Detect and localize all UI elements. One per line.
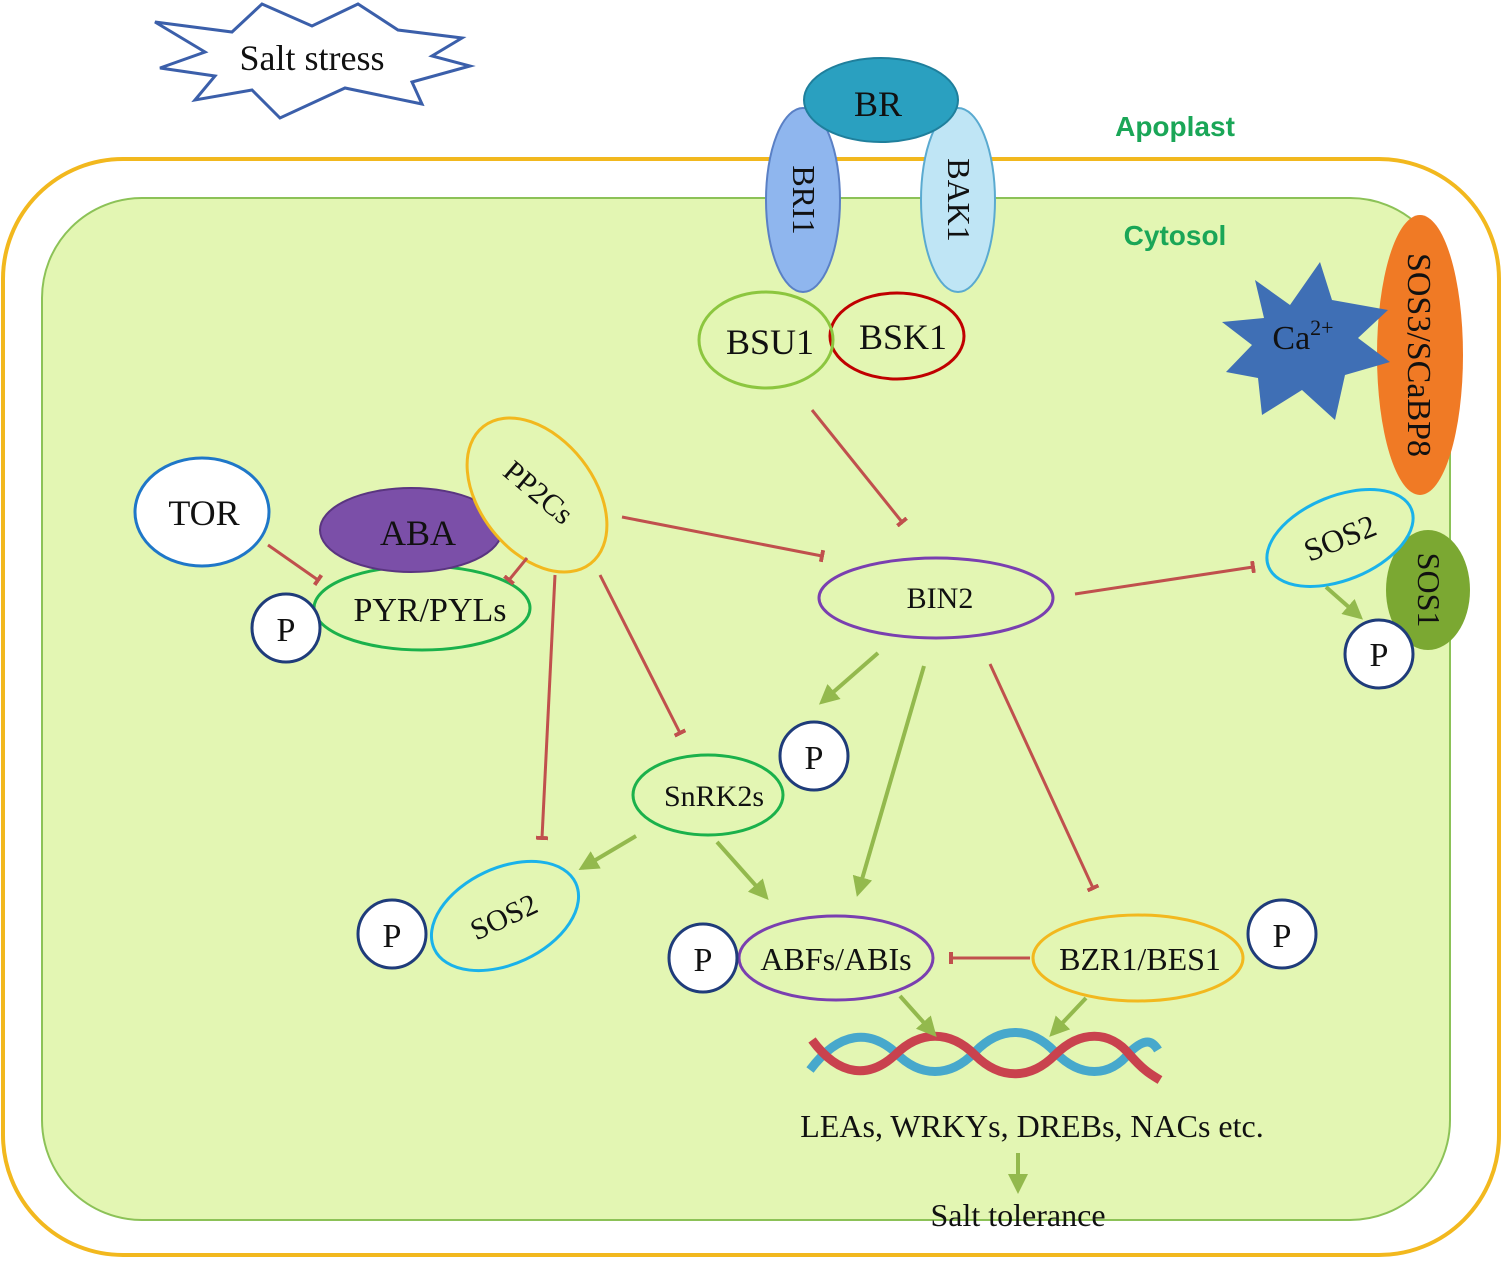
tor-label: TOR — [168, 493, 239, 533]
dna-strand-red — [808, 1031, 1163, 1084]
tor-node — [133, 456, 271, 568]
abfs-abis-node — [737, 914, 935, 1002]
pyr-pyls-label: PYR/PYLs — [353, 592, 506, 629]
phosphate-pyr — [250, 592, 322, 664]
salt-tolerance-label: Salt tolerance — [930, 1197, 1105, 1233]
snrk2s-node — [631, 753, 785, 837]
salt-stress-burst — [154, 2, 476, 120]
inhibit-pp2cs-pyr — [503, 557, 529, 586]
phosphate-abfs — [667, 922, 739, 994]
phosphate-sos2-right — [1343, 618, 1415, 690]
sos3-scabp8-label: SOS3/SCaBP8 — [1400, 253, 1437, 457]
target-genes-label: LEAs, WRKYs, DREBs, NACs etc. — [800, 1108, 1263, 1144]
bzr1-bes1-node — [1031, 913, 1245, 1003]
calcium-label: Ca2+ — [1272, 315, 1333, 357]
br-hormone — [803, 57, 959, 143]
cytosol-label: Cytosol — [1124, 220, 1227, 251]
sos2-right-node — [1265, 488, 1415, 588]
inhibit-bin2-bzr1 — [988, 663, 1100, 893]
activate-snrk2s-sos2 — [578, 834, 638, 871]
inhibit-pp2cs-snrk2s — [598, 574, 687, 738]
bsk1-node — [828, 291, 966, 381]
bzr1-bes1-label: BZR1/BES1 — [1059, 941, 1221, 977]
snrk2s-label: SnRK2s — [664, 780, 764, 813]
salt-stress-label: Salt stress — [239, 38, 384, 78]
sos1-label: SOS1 — [1411, 553, 1447, 628]
activate-bin2-snrk2s — [818, 651, 880, 705]
br-label: BR — [854, 84, 902, 124]
inhibit-pp2cs-sos2 — [535, 574, 557, 841]
activate-sos2-p — [1324, 585, 1363, 620]
bin2-label: BIN2 — [907, 582, 974, 615]
inhibit-tor-pyr — [267, 543, 324, 587]
bri1-receptor — [765, 107, 841, 293]
inhibit-bsu1-bin2 — [810, 409, 908, 528]
apoplast-label: Apoplast — [1115, 111, 1235, 142]
activate-bin2-abfs — [852, 665, 926, 897]
phosphate-sos2-left-label: P — [383, 918, 402, 955]
bri1-label: BRI1 — [786, 165, 822, 234]
phosphate-abfs-label: P — [694, 942, 713, 979]
phosphate-bzr1-label: P — [1273, 918, 1292, 955]
activate-abfs-dna — [898, 994, 937, 1037]
calcium-burst — [1222, 262, 1390, 420]
pp2cs-node — [465, 416, 609, 574]
phosphate-bzr1 — [1246, 898, 1318, 970]
inhibit-bin2-sos2 — [1074, 560, 1256, 596]
bsu1-node — [697, 290, 835, 390]
bsu1-label: BSU1 — [726, 322, 814, 362]
phosphate-pyr-label: P — [277, 612, 296, 649]
phosphate-snrk2s-label: P — [805, 740, 824, 777]
inhibit-pp2cs-bin2 — [621, 515, 826, 563]
sos2-left-node — [429, 859, 581, 973]
phosphate-snrk2s — [778, 720, 850, 792]
bak1-label: BAK1 — [941, 158, 977, 242]
activate-bzr1-dna — [1049, 996, 1088, 1037]
sos1-node — [1386, 530, 1470, 650]
bsk1-label: BSK1 — [859, 317, 947, 357]
abfs-abis-label: ABFs/ABIs — [760, 941, 911, 977]
phosphate-sos2-left — [356, 898, 428, 970]
bak1-receptor — [920, 107, 996, 293]
activate-snrk2s-abfs — [715, 840, 769, 900]
bin2-node — [817, 556, 1055, 640]
aba-label: ABA — [380, 513, 456, 553]
phosphate-sos2-right-label: P — [1370, 637, 1389, 674]
sos3-scabp8-node — [1377, 215, 1463, 495]
